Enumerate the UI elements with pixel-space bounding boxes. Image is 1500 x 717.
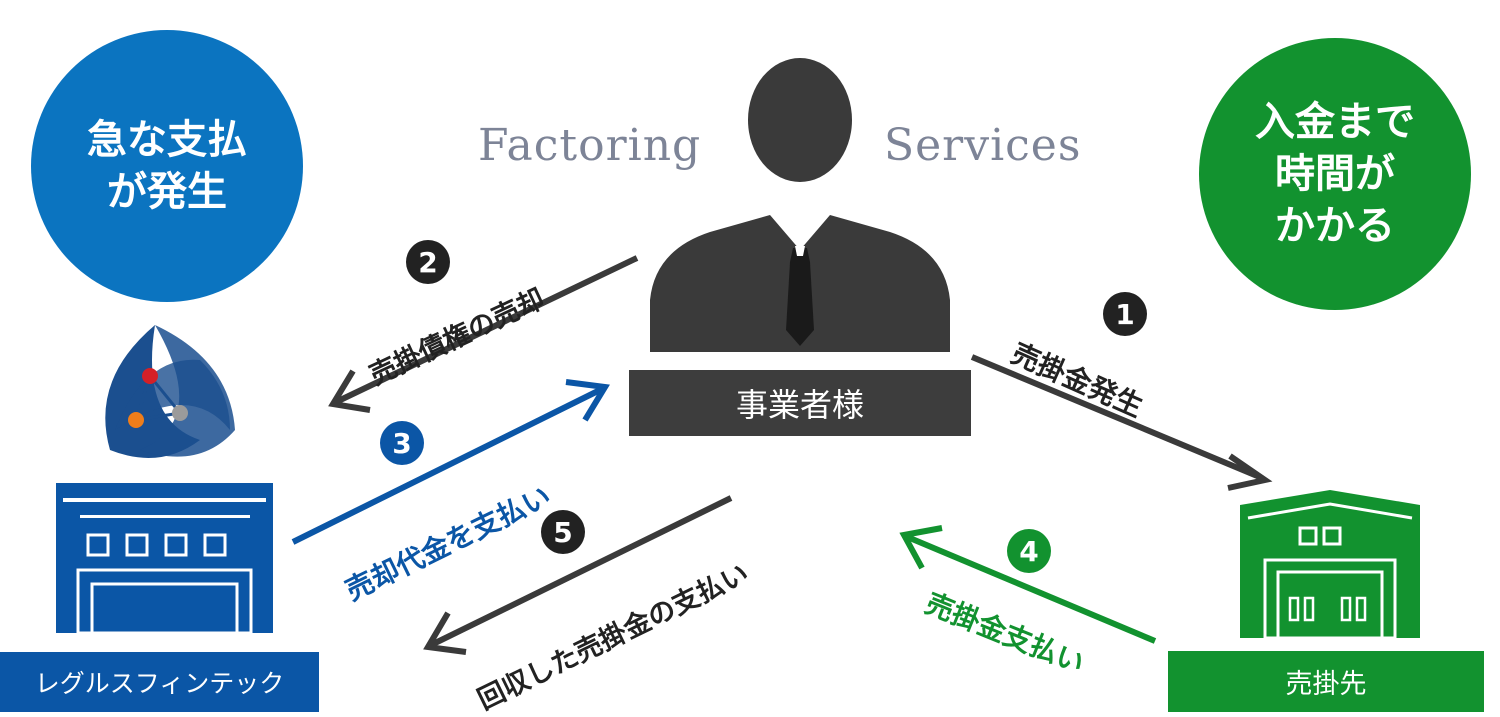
customer-label: 売掛先 — [1168, 651, 1484, 712]
company-logo-icon — [105, 325, 235, 458]
company-name-label: レグルスフィンテック — [0, 652, 319, 712]
arrow-step-1 — [970, 354, 1273, 491]
title-factoring: Factoring — [478, 120, 702, 171]
arrow-step-3 — [291, 379, 610, 545]
arrow-step-2 — [328, 255, 639, 413]
right-building-icon — [1240, 490, 1420, 640]
businessman-icon — [650, 58, 950, 352]
arrow-step-5 — [423, 495, 733, 655]
left-circle-line-1: 急な支払 — [87, 117, 247, 163]
left-circle: 急な支払 が発生 — [31, 30, 303, 302]
step-1-badge: 1 — [1103, 292, 1147, 336]
right-circle: 入金まで 時間が かかる — [1199, 38, 1471, 310]
right-circle-line-3: かかる — [1275, 203, 1395, 249]
step-5-badge: 5 — [541, 510, 585, 554]
right-circle-line-1: 入金まで — [1255, 99, 1415, 145]
step-2-badge: 2 — [406, 240, 450, 284]
business-owner-label: 事業者様 — [629, 370, 971, 436]
left-circle-line-2: が発生 — [107, 169, 227, 215]
title-services: Services — [884, 120, 1082, 171]
left-building-icon — [56, 483, 273, 635]
step-3-badge: 3 — [380, 421, 424, 465]
step-4-badge: 4 — [1007, 529, 1051, 573]
arrow-step-4 — [899, 525, 1157, 644]
right-circle-line-2: 時間が — [1275, 151, 1395, 197]
